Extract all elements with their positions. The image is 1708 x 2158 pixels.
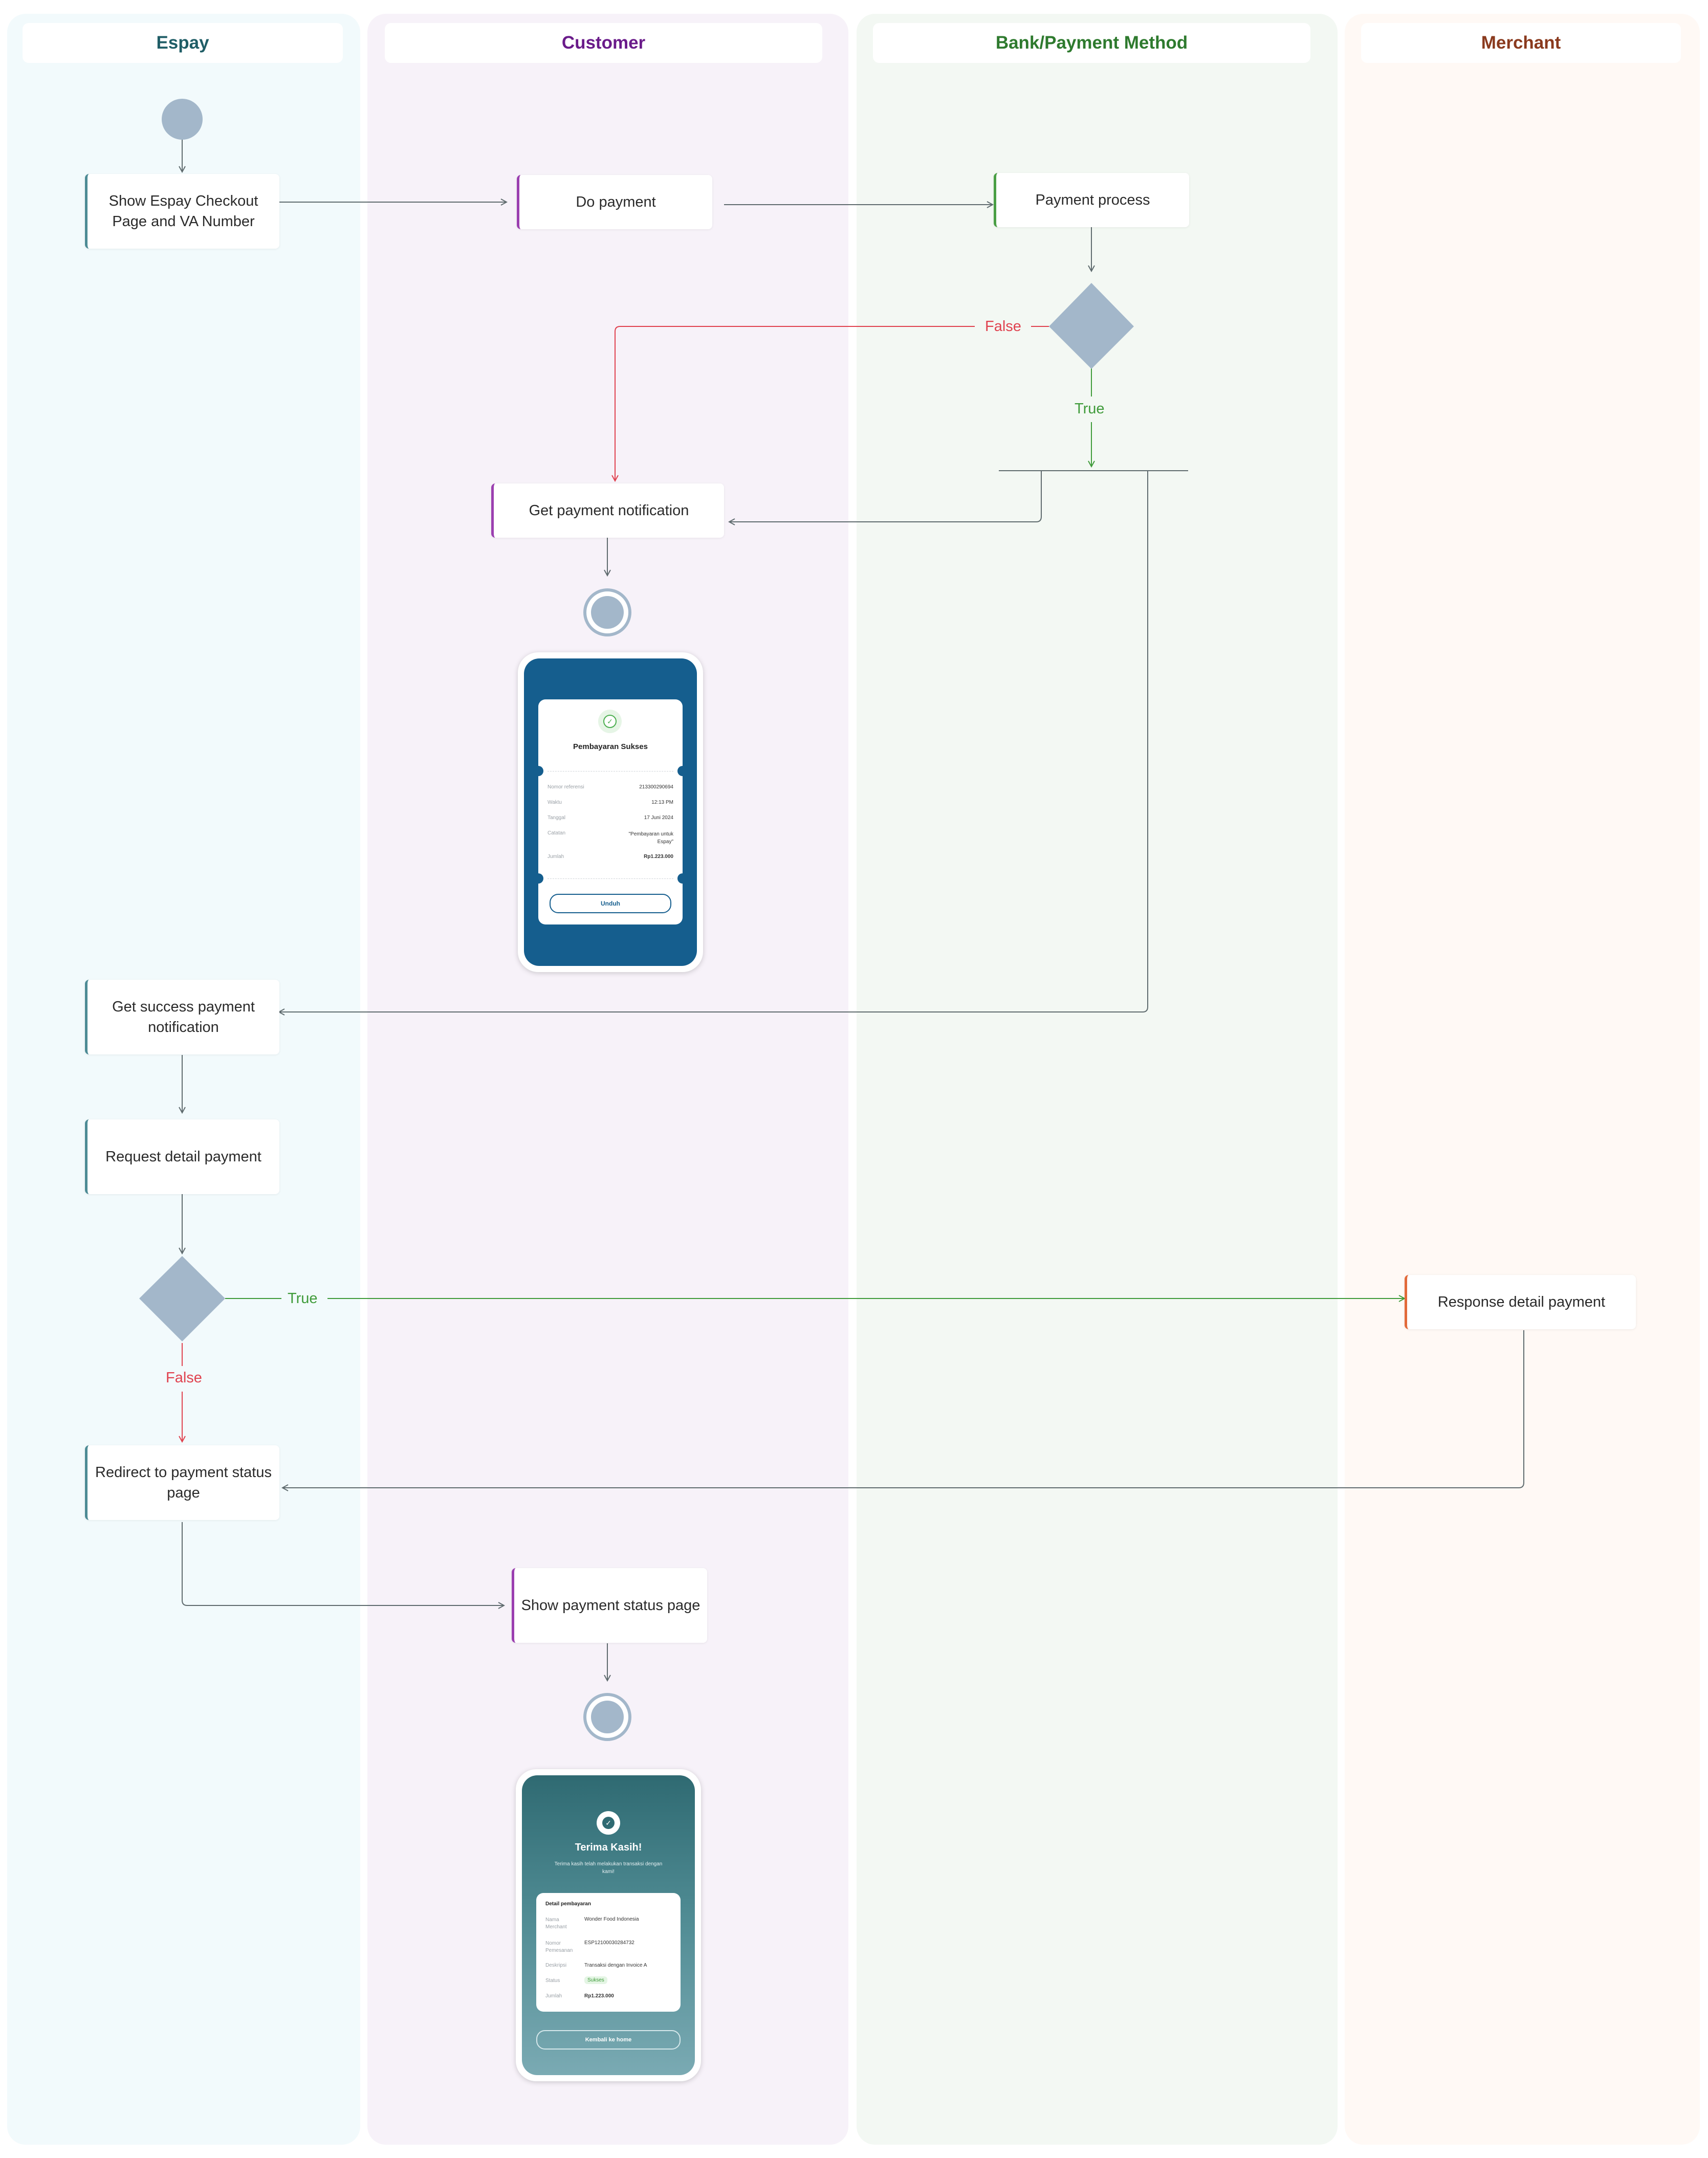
payment-detail-card: Detail pembayaran Nama Merchant Wonder F… xyxy=(536,1893,681,2012)
detail-key-3: Deskripsi xyxy=(545,1963,567,1968)
phone-payment-status: ✓ Terima Kasih! Terima kasih telah melak… xyxy=(516,1769,701,2081)
row-value-5: Rp1.223.000 xyxy=(644,854,673,860)
node-do-payment: Do payment xyxy=(517,175,712,229)
end-node-1-inner xyxy=(591,596,624,629)
edge-redirect-status xyxy=(182,1522,504,1605)
lane-header-bank: Bank/Payment Method xyxy=(873,23,1310,63)
label-true-1: True xyxy=(1075,401,1105,417)
node-payment-process-label: Payment process xyxy=(1035,192,1150,208)
notch-right xyxy=(677,766,688,776)
node-response-detail: Response detail payment xyxy=(1405,1275,1636,1329)
node-payment-process: Payment process xyxy=(994,173,1189,227)
check-circle-icon: ✓ xyxy=(598,710,622,733)
edge-decision-false xyxy=(615,326,1049,481)
label-false-1: False xyxy=(985,318,1021,335)
detail-value-3: Transaksi dengan Invoice A xyxy=(584,1963,647,1968)
notch-right-2 xyxy=(677,873,688,884)
edge-fork-notification xyxy=(729,471,1042,522)
row-key-5: Jumlah xyxy=(548,854,564,860)
lane-header-customer: Customer xyxy=(385,23,822,63)
divider-bottom xyxy=(548,878,673,879)
detail-key-1: Nama Merchant xyxy=(545,1917,567,1930)
node-show-checkout: Show Espay Checkout Page and VA Number xyxy=(85,174,279,249)
node-get-success-notification: Get success payment notification xyxy=(85,980,279,1054)
node-show-status-page: Show payment status page xyxy=(512,1568,707,1643)
receipt-card: ✓ Pembayaran Sukses Nomor referensi 2133… xyxy=(533,699,688,924)
edge-fork-success xyxy=(279,471,1148,1012)
row-key-4: Catatan xyxy=(548,830,566,836)
row-key-2: Waktu xyxy=(548,800,562,805)
start-node xyxy=(162,99,203,140)
phone-payment-success: ✓ Pembayaran Sukses Nomor referensi 2133… xyxy=(518,652,703,972)
node-show-checkout-label: Show Espay Checkout Page and VA Number xyxy=(108,193,258,230)
row-value-4: "Pembayaran untuk Espay" xyxy=(628,831,674,845)
node-do-payment-label: Do payment xyxy=(576,194,656,210)
node-get-payment-notification: Get payment notification xyxy=(491,483,724,538)
node-show-status-page-label: Show payment status page xyxy=(521,1597,700,1614)
thanks-title: Terima Kasih! xyxy=(575,1842,642,1853)
divider-top xyxy=(548,771,673,772)
lane-bank xyxy=(857,14,1338,2145)
lane-header-merchant: Merchant xyxy=(1361,23,1681,63)
notch-left xyxy=(533,766,543,776)
label-true-2: True xyxy=(288,1290,318,1307)
row-value-1: 213300290694 xyxy=(639,784,673,790)
detail-card-title: Detail pembayaran xyxy=(545,1901,591,1907)
node-get-success-notification-label: Get success payment notification xyxy=(112,999,255,1036)
node-get-payment-notification-label: Get payment notification xyxy=(529,502,689,519)
row-value-2: 12:13 PM xyxy=(651,800,673,805)
lane-espay xyxy=(7,14,360,2145)
phone-2-screen: ✓ Terima Kasih! Terima kasih telah melak… xyxy=(522,1775,695,2075)
decision-detail-available xyxy=(139,1256,225,1341)
node-redirect-status: Redirect to payment status page xyxy=(85,1445,279,1520)
edge-response-redirect xyxy=(282,1330,1524,1488)
detail-key-2: Nomor Pemesanan xyxy=(545,1941,573,1953)
detail-value-2: ESP12100030284732 xyxy=(584,1940,634,1946)
end-node-2-inner xyxy=(591,1701,624,1733)
detail-value-5: Rp1.223.000 xyxy=(584,1993,614,1999)
detail-value-1: Wonder Food Indonesia xyxy=(584,1917,639,1922)
node-response-detail-label: Response detail payment xyxy=(1437,1294,1606,1310)
thanks-subtitle: Terima kasih telah melakukan transaksi d… xyxy=(554,1861,663,1875)
row-key-3: Tanggal xyxy=(548,815,566,821)
detail-key-5: Jumlah xyxy=(545,1993,562,1999)
detail-key-4: Status xyxy=(545,1978,560,1984)
phone-1-screen: ✓ Pembayaran Sukses Nomor referensi 2133… xyxy=(524,658,697,966)
decision-payment-success xyxy=(1049,283,1134,369)
row-key-1: Nomor referensi xyxy=(548,784,584,790)
status-badge: Sukses xyxy=(584,1976,607,1984)
success-check-icon: ✓ xyxy=(597,1811,620,1835)
receipt-title: Pembayaran Sukses xyxy=(573,742,648,751)
download-button[interactable]: Unduh xyxy=(550,894,671,913)
node-request-detail-label: Request detail payment xyxy=(105,1149,261,1165)
back-home-button[interactable]: Kembali ke home xyxy=(536,2030,681,2050)
label-false-2: False xyxy=(166,1370,202,1386)
node-request-detail: Request detail payment xyxy=(85,1119,279,1194)
row-value-3: 17 Juni 2024 xyxy=(644,815,673,821)
node-redirect-status-label: Redirect to payment status page xyxy=(95,1464,272,1501)
lane-merchant xyxy=(1345,14,1700,2145)
notch-left-2 xyxy=(533,873,543,884)
lane-header-espay: Espay xyxy=(23,23,343,63)
